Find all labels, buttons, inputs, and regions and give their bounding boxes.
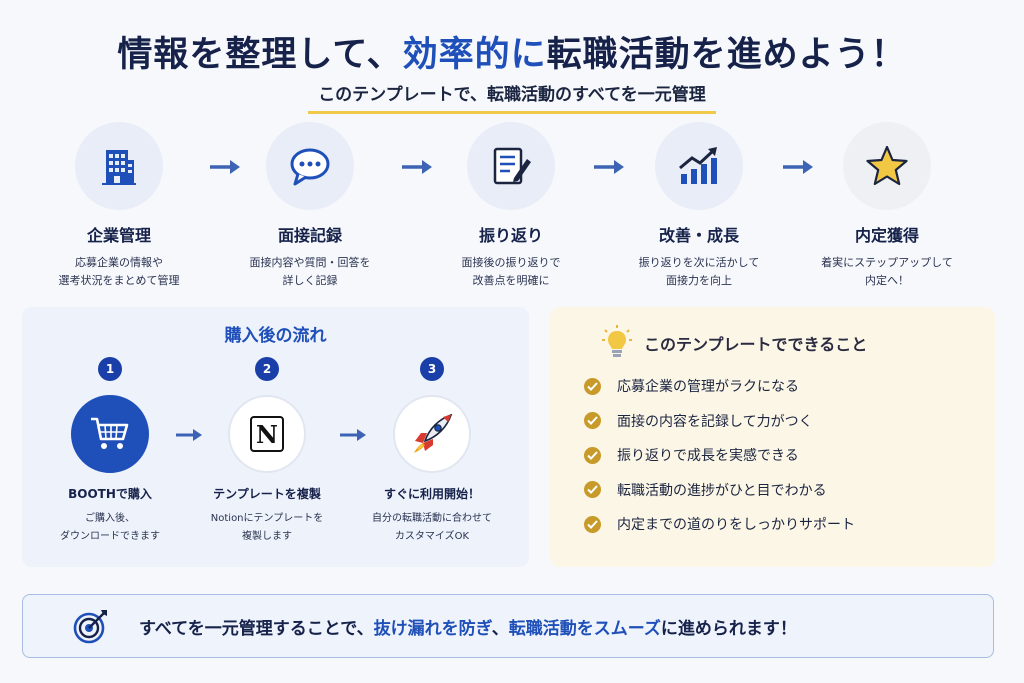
lightbulb-icon — [602, 325, 632, 357]
benefit-item: 内定までの道のりをしっかりサポート — [584, 507, 855, 542]
step-desc: 応募企業の情報や選考状況をまとめて管理 — [58, 256, 180, 287]
subtitle: このテンプレートで、転職活動のすべてを一元管理 — [0, 80, 1024, 114]
title-part2: 転職活動を進めよう！ — [546, 35, 907, 75]
step-name: 内定獲得 — [854, 226, 919, 245]
purchase-step-desc: Notionにテンプレートを複製します — [210, 513, 324, 542]
growth-chart-icon — [679, 147, 717, 184]
step-reflection: 振り返り 面接後の振り返りで改善点を明確に — [416, 122, 606, 290]
purchase-step-duplicate: 2 N テンプレートを複製 Notionにテンプレートを複製します — [187, 357, 347, 546]
cart-icon — [91, 417, 129, 449]
title-highlight: 効率的に — [402, 35, 547, 75]
rocket-icon — [414, 413, 453, 453]
step-desc: 面接内容や質問・回答を詳しく記録 — [249, 256, 371, 287]
arrow-right-icon — [783, 160, 813, 174]
check-icon — [584, 412, 601, 430]
title-part1: 情報を整理して、 — [117, 35, 403, 75]
step-company-management: 企業管理 応募企業の情報や選考状況をまとめて管理 — [24, 122, 214, 290]
purchase-icon-circle: N — [228, 395, 306, 473]
check-icon — [584, 515, 601, 533]
benefit-item: 応募企業の管理がラクになる — [584, 369, 855, 404]
notion-logo-icon: N — [250, 416, 284, 452]
feature-flow: 企業管理 応募企業の情報や選考状況をまとめて管理 面接記録 面接内容や質問・回答… — [0, 122, 1024, 292]
check-icon — [584, 446, 601, 464]
step-number-badge: 3 — [420, 357, 444, 381]
target-icon — [73, 610, 107, 644]
step-improvement: 改善・成長 振り返りを次に活かして面接力を向上 — [604, 122, 794, 290]
check-icon — [584, 377, 601, 395]
page-title: 情報を整理して、効率的に転職活動を進めよう！ — [0, 26, 1024, 77]
step-name: 振り返り — [478, 226, 543, 245]
step-interview-record: 面接記録 面接内容や質問・回答を詳しく記録 — [215, 122, 405, 290]
purchase-step-start: 3 すぐに利用開始！ 自分の転職活動に合わせてカスタマイズOK — [352, 357, 512, 546]
purchase-flow-title: 購入後の流れ — [224, 326, 327, 346]
banner-text: すべてを一元管理することで、抜け漏れを防ぎ、転職活動をスムーズに進められます！ — [139, 618, 797, 639]
arrow-right-icon — [402, 160, 432, 174]
benefit-item: 面接の内容を記録して力がつく — [584, 404, 855, 439]
step-icon-circle — [655, 122, 743, 210]
purchase-icon-circle — [71, 395, 149, 473]
step-desc: 面接後の振り返りで改善点を明確に — [461, 256, 561, 287]
benefits-panel: このテンプレートでできること 応募企業の管理がラクになる 面接の内容を記録して力… — [550, 307, 995, 567]
benefits-list: 応募企業の管理がラクになる 面接の内容を記録して力がつく 振り返りで成長を実感で… — [584, 369, 855, 542]
star-icon — [866, 145, 908, 186]
note-pen-icon — [493, 147, 531, 185]
step-icon-circle — [266, 122, 354, 210]
purchase-step-booth: 1 BOOTHで購入 ご購入後、ダウンロードできます — [30, 357, 190, 546]
arrow-right-icon — [176, 429, 202, 441]
step-desc: 着実にステップアップして内定へ！ — [821, 256, 953, 287]
purchase-step-name: BOOTHで購入 — [68, 487, 152, 501]
step-icon-circle — [75, 122, 163, 210]
benefit-item: 振り返りで成長を実感できる — [584, 438, 855, 473]
benefits-header: このテンプレートでできること — [602, 325, 867, 361]
purchase-step-name: テンプレートを複製 — [213, 487, 321, 501]
step-icon-circle — [843, 122, 931, 210]
benefits-title: このテンプレートでできること — [644, 335, 868, 354]
purchase-icon-circle — [393, 395, 471, 473]
step-name: 面接記録 — [277, 226, 342, 245]
purchase-step-desc: ご購入後、ダウンロードできます — [60, 513, 160, 542]
check-icon — [584, 481, 601, 499]
subtitle-text: このテンプレートで、転職活動のすべてを一元管理 — [308, 80, 716, 114]
step-number-badge: 1 — [98, 357, 122, 381]
summary-banner: すべてを一元管理することで、抜け漏れを防ぎ、転職活動をスムーズに進められます！ — [22, 594, 994, 658]
step-name: 改善・成長 — [658, 226, 739, 245]
purchase-step-desc: 自分の転職活動に合わせてカスタマイズOK — [372, 513, 492, 542]
building-icon — [102, 150, 136, 185]
arrow-right-icon — [594, 160, 624, 174]
purchase-flow-panel: 購入後の流れ 1 BOOTHで購入 ご購入後、ダウンロードできます 2 N テン… — [22, 307, 529, 567]
arrow-right-icon — [340, 429, 366, 441]
step-number-badge: 2 — [255, 357, 279, 381]
speech-bubble-icon — [290, 148, 330, 186]
step-icon-circle — [467, 122, 555, 210]
step-name: 企業管理 — [86, 226, 151, 245]
purchase-step-name: すぐに利用開始！ — [383, 487, 480, 501]
step-desc: 振り返りを次に活かして面接力を向上 — [638, 256, 760, 287]
benefit-item: 転職活動の進捗がひと目でわかる — [584, 473, 855, 508]
step-offer: 内定獲得 着実にステップアップして内定へ！ — [792, 122, 982, 290]
arrow-right-icon — [210, 160, 240, 174]
